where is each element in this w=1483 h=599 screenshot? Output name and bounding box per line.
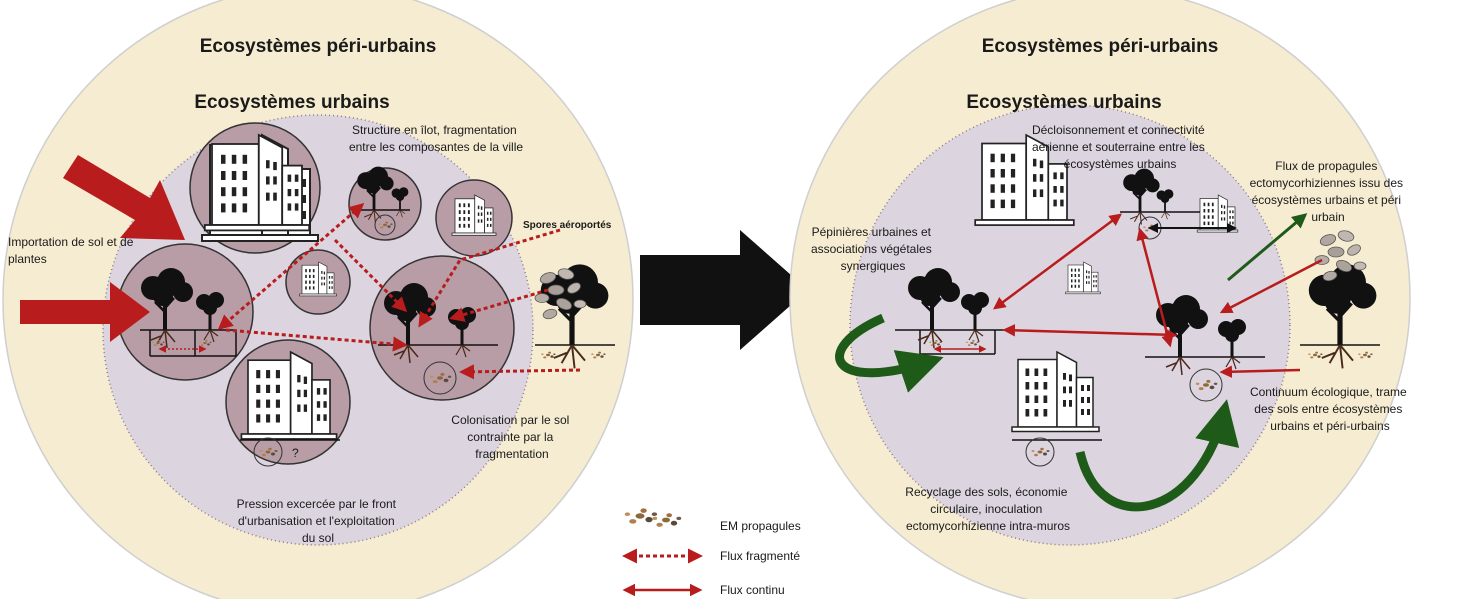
legend-propagules-label: EM propagules xyxy=(720,519,801,533)
left-panel: Ecosystèmes péri-urbains Ecosystèmes urb… xyxy=(2,0,634,599)
label-decloisonnement: Décloisonnement et connectivité aérienne… xyxy=(1032,123,1208,171)
label-importation: Importation de sol et de plantes xyxy=(8,235,137,266)
question-mark: ? xyxy=(292,446,299,460)
left-inner-title: Ecosystèmes urbains xyxy=(194,92,389,113)
continuous-flow xyxy=(992,213,1123,310)
right-panel: Ecosystèmes péri-urbains Ecosystèmes urb… xyxy=(789,0,1411,599)
periurban-tree xyxy=(535,264,615,368)
label-pepinieres: Pépinières urbaines et associations végé… xyxy=(811,225,935,273)
label-colonisation: Colonisation par le sol contrainte par l… xyxy=(451,413,572,461)
legend-fragmented-label: Flux fragmenté xyxy=(720,549,800,563)
legend-continuous-label: Flux continu xyxy=(720,583,785,597)
green-nursery-loop xyxy=(835,313,944,393)
transition-arrow xyxy=(640,230,808,350)
legend-propagules-icon xyxy=(624,508,658,524)
fragmented-flow xyxy=(449,288,549,322)
label-pression: Pression excercée par le front d'urbanis… xyxy=(237,497,400,545)
legend: EM propagules Flux fragmenté Flux contin… xyxy=(622,508,801,597)
tree-icon xyxy=(139,266,237,357)
fragmented-flow xyxy=(418,228,561,328)
label-recyclage: Recyclage des sols, économie circulaire,… xyxy=(905,485,1070,533)
soil-sample xyxy=(1012,437,1102,467)
label-structure: Structure en îlot, fragmentation entre l… xyxy=(349,123,523,154)
soil-sample: ? xyxy=(240,437,340,467)
green-recycling-loop xyxy=(1075,399,1240,512)
label-continuum: Continuum écologique, trame des sols ent… xyxy=(1250,385,1410,433)
continuous-flow xyxy=(1219,258,1323,314)
fragmented-flow xyxy=(225,328,408,352)
continuous-flow xyxy=(1219,365,1301,378)
import-arrow-top xyxy=(63,155,185,240)
green-propagule-flow xyxy=(1227,213,1308,282)
right-inner-title: Ecosystèmes urbains xyxy=(966,92,1161,113)
label-flux-propagules: Flux de propagules ectomycorhiziennes is… xyxy=(1250,159,1407,224)
right-outer-title: Ecosystèmes péri-urbains xyxy=(982,36,1219,57)
label-spores: Spores aéroportés xyxy=(523,220,612,231)
continuous-flow xyxy=(1136,227,1174,348)
tree-icon xyxy=(355,165,410,236)
fragmented-flow xyxy=(333,238,408,313)
import-arrow-left xyxy=(20,282,150,342)
fragmented-flow xyxy=(459,364,581,380)
left-outer-title: Ecosystèmes péri-urbains xyxy=(200,36,437,57)
periurban-tree xyxy=(1300,264,1380,368)
fragmented-flow xyxy=(217,203,365,330)
